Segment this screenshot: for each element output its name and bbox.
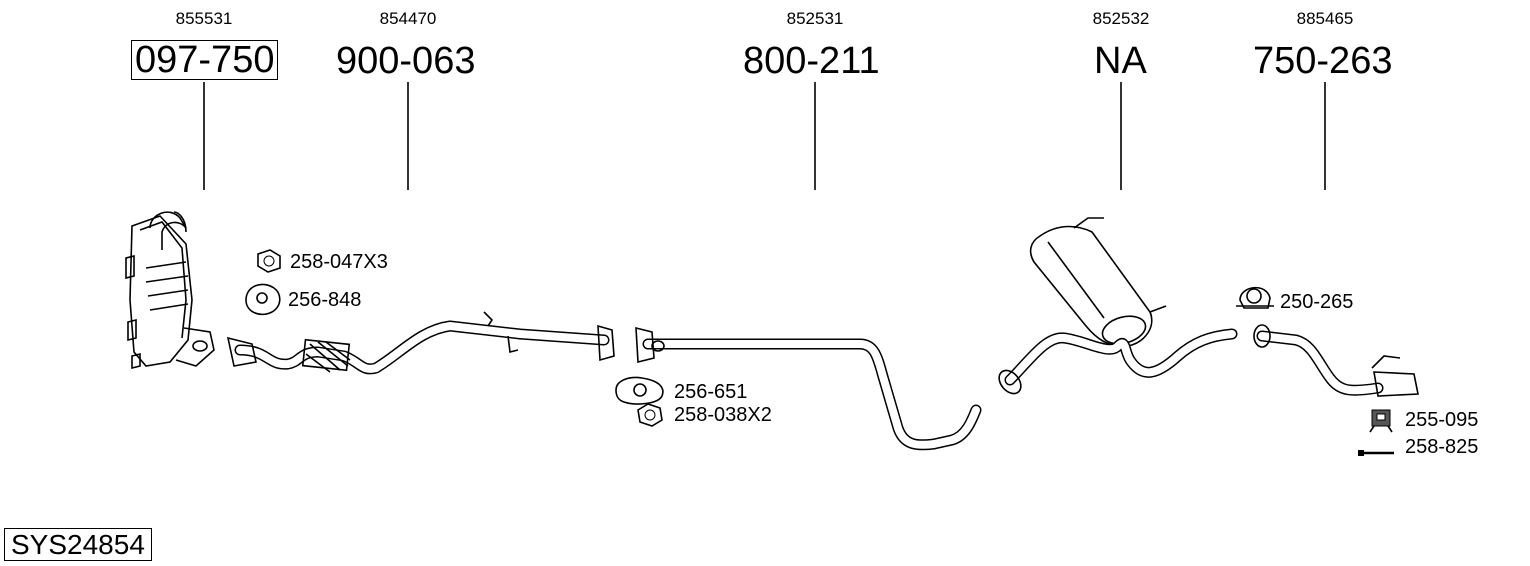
nut-icon bbox=[257, 249, 281, 273]
part-number-3[interactable]: 800-211 bbox=[743, 40, 880, 82]
bolt-icon bbox=[1358, 450, 1394, 456]
accessory-label-258-047X3[interactable]: 258-047X3 bbox=[290, 251, 388, 273]
tail-pipe-drawing bbox=[1253, 324, 1419, 397]
part-number-1[interactable]: 097-750 bbox=[131, 40, 279, 80]
ref-number-5: 885465 bbox=[1296, 9, 1354, 28]
ref-number-3: 852531 bbox=[786, 9, 844, 28]
catalytic-converter-drawing bbox=[125, 211, 215, 370]
accessory-label-258-825[interactable]: 258-825 bbox=[1405, 436, 1479, 458]
accessory-label-250-265[interactable]: 250-265 bbox=[1280, 291, 1354, 313]
rubber-mount-icon bbox=[1369, 409, 1393, 433]
accessory-label-256-651[interactable]: 256-651 bbox=[674, 381, 748, 403]
nut-icon bbox=[637, 403, 663, 427]
front-pipe-drawing bbox=[226, 311, 615, 375]
part-number-4[interactable]: NA bbox=[1094, 40, 1147, 82]
ref-number-2: 854470 bbox=[379, 9, 437, 28]
accessory-label-258-038X2[interactable]: 258-038X2 bbox=[674, 404, 772, 426]
ref-number-4: 852532 bbox=[1092, 9, 1150, 28]
accessory-label-256-848[interactable]: 256-848 bbox=[288, 289, 362, 311]
ref-number-1: 855531 bbox=[175, 9, 233, 28]
clamp-icon bbox=[1236, 286, 1274, 309]
accessory-label-255-095[interactable]: 255-095 bbox=[1405, 409, 1479, 431]
gasket-icon bbox=[245, 283, 281, 316]
part-number-5[interactable]: 750-263 bbox=[1253, 40, 1393, 82]
system-id-box: SYS24854 bbox=[4, 528, 152, 561]
part-number-2[interactable]: 900-063 bbox=[336, 40, 476, 82]
gasket-icon bbox=[615, 376, 664, 405]
rear-silencer-drawing bbox=[998, 217, 1238, 395]
centre-pipe-drawing bbox=[635, 326, 982, 451]
